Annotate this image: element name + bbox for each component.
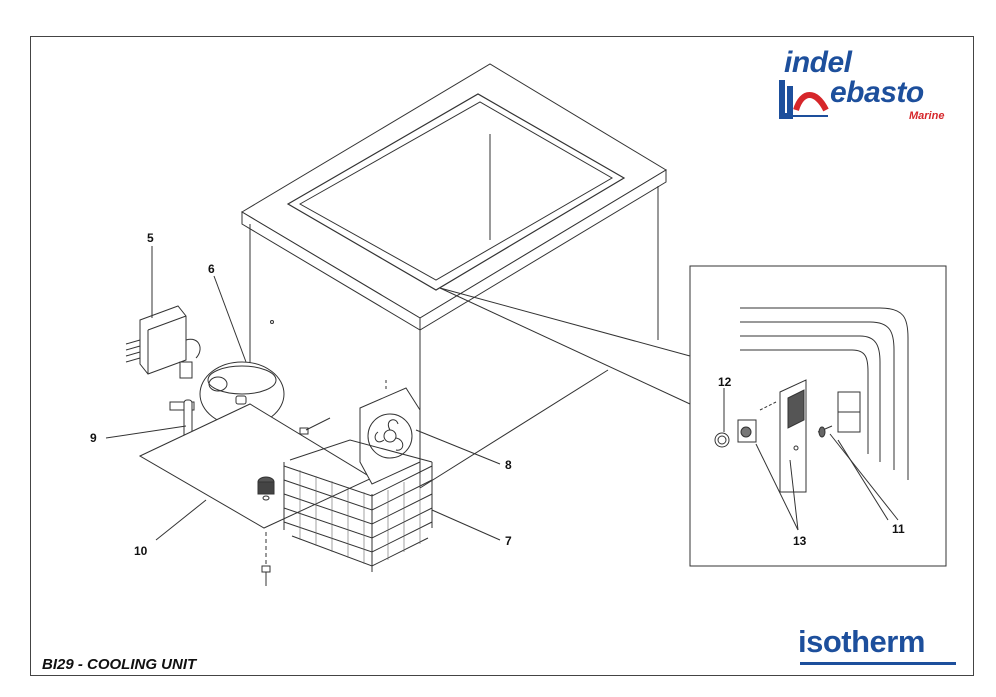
callout-6: 6 bbox=[208, 262, 215, 276]
logo-word-webasto: ebasto bbox=[830, 76, 924, 109]
logo-word-indel: indel bbox=[784, 46, 852, 79]
isotherm-logo: isotherm bbox=[798, 624, 925, 659]
callout-7: 7 bbox=[505, 534, 512, 548]
leader-8 bbox=[415, 429, 501, 465]
detail-inset bbox=[439, 265, 947, 567]
cabinet bbox=[241, 63, 667, 489]
webasto-w-mark-icon bbox=[779, 80, 829, 119]
callout-13: 13 bbox=[793, 534, 807, 548]
isotherm-logo-underline bbox=[800, 662, 956, 665]
leader-7 bbox=[431, 509, 501, 541]
drawing-frame bbox=[30, 36, 974, 676]
callout-8: 8 bbox=[505, 458, 512, 472]
leader-10 bbox=[155, 499, 207, 541]
fan bbox=[299, 380, 421, 485]
callout-10: 10 bbox=[134, 544, 148, 558]
callout-12: 12 bbox=[718, 375, 732, 389]
leader-9 bbox=[105, 425, 187, 439]
callout-9: 9 bbox=[90, 431, 97, 445]
leader-6 bbox=[213, 275, 247, 363]
callout-5: 5 bbox=[147, 231, 154, 245]
relay-box bbox=[125, 305, 201, 379]
indel-webasto-logo: indel ebasto Marine bbox=[772, 46, 962, 130]
condenser bbox=[283, 439, 433, 572]
callout-11: 11 bbox=[892, 522, 905, 536]
drawing-title: BI29 - COOLING UNIT bbox=[42, 656, 197, 673]
mounting-foot bbox=[257, 476, 275, 586]
logo-word-marine: Marine bbox=[909, 110, 945, 122]
base-plate bbox=[138, 403, 374, 529]
